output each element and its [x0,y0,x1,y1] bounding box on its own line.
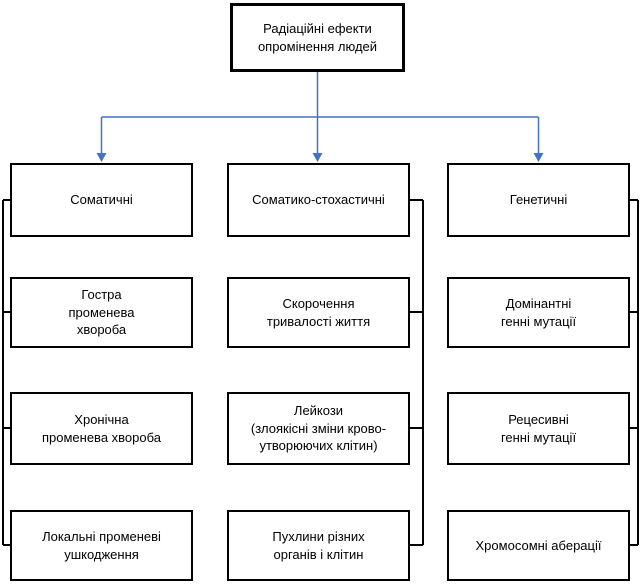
child-node-label: Рецесивні генні мутації [500,411,577,445]
branch-lines [100,72,540,154]
child-node-label: Пухлини різних органів і клітин [272,528,365,562]
arrowhead-right-icon [533,153,544,162]
arrowhead-middle-icon [312,153,323,162]
child-node-retsesyvni-henni-mutatsii: Рецесивні генні мутації [447,392,630,465]
child-node-label: Домінантні генні мутації [500,295,577,329]
child-node-label: Лейкози (злоякісні зміни крово- утворююч… [250,402,387,454]
child-node-leikozy: Лейкози (злоякісні зміни крово- утворююч… [227,392,410,465]
child-node-dominantni-henni-mutatsii: Домінантні генні мутації [447,277,630,348]
child-node-label: Скорочення тривалості життя [266,295,371,329]
header-node-somatyko-stokhastychni: Соматико-стохастичні [227,163,410,237]
header-node-somatychni: Соматичні [10,163,193,237]
child-node-lokalni-promenevi-ushkodzhennia: Локальні променеві ушкодження [10,510,193,581]
child-node-khromosomni-aberatsii: Хромосомні аберації [447,510,630,581]
root-branch-connector [96,72,544,162]
header-label: Соматико-стохастичні [252,192,385,208]
child-node-pukhlyny-riznykh-orhaniv: Пухлини різних органів і клітин [227,510,410,581]
header-node-henetychni: Генетичні [447,163,630,237]
child-node-label: Хромосомні аберації [475,537,602,553]
child-node-label: Хронічна променева хвороба [41,411,161,445]
root-node: Радіаційні ефекти опромінення людей [230,3,405,72]
arrowhead-left-icon [96,153,107,162]
header-label: Генетичні [509,192,568,208]
child-node-skorochennia-tryvalosti-zhyttia: Скорочення тривалості життя [227,277,410,348]
child-node-label: Гостра променева хвороба [68,286,135,338]
spine-right-column [630,199,639,546]
spine-left-column [2,199,10,546]
spine-middle-column [410,199,424,546]
child-node-label: Локальні променеві ушкодження [42,528,161,562]
child-node-hostra-promeneva-khvoroba: Гостра променева хвороба [10,277,193,348]
root-node-label: Радіаційні ефекти опромінення людей [257,20,378,54]
header-label: Соматичні [70,192,133,208]
child-node-khronichna-promeneva-khvoroba: Хронічна променева хвороба [10,392,193,465]
